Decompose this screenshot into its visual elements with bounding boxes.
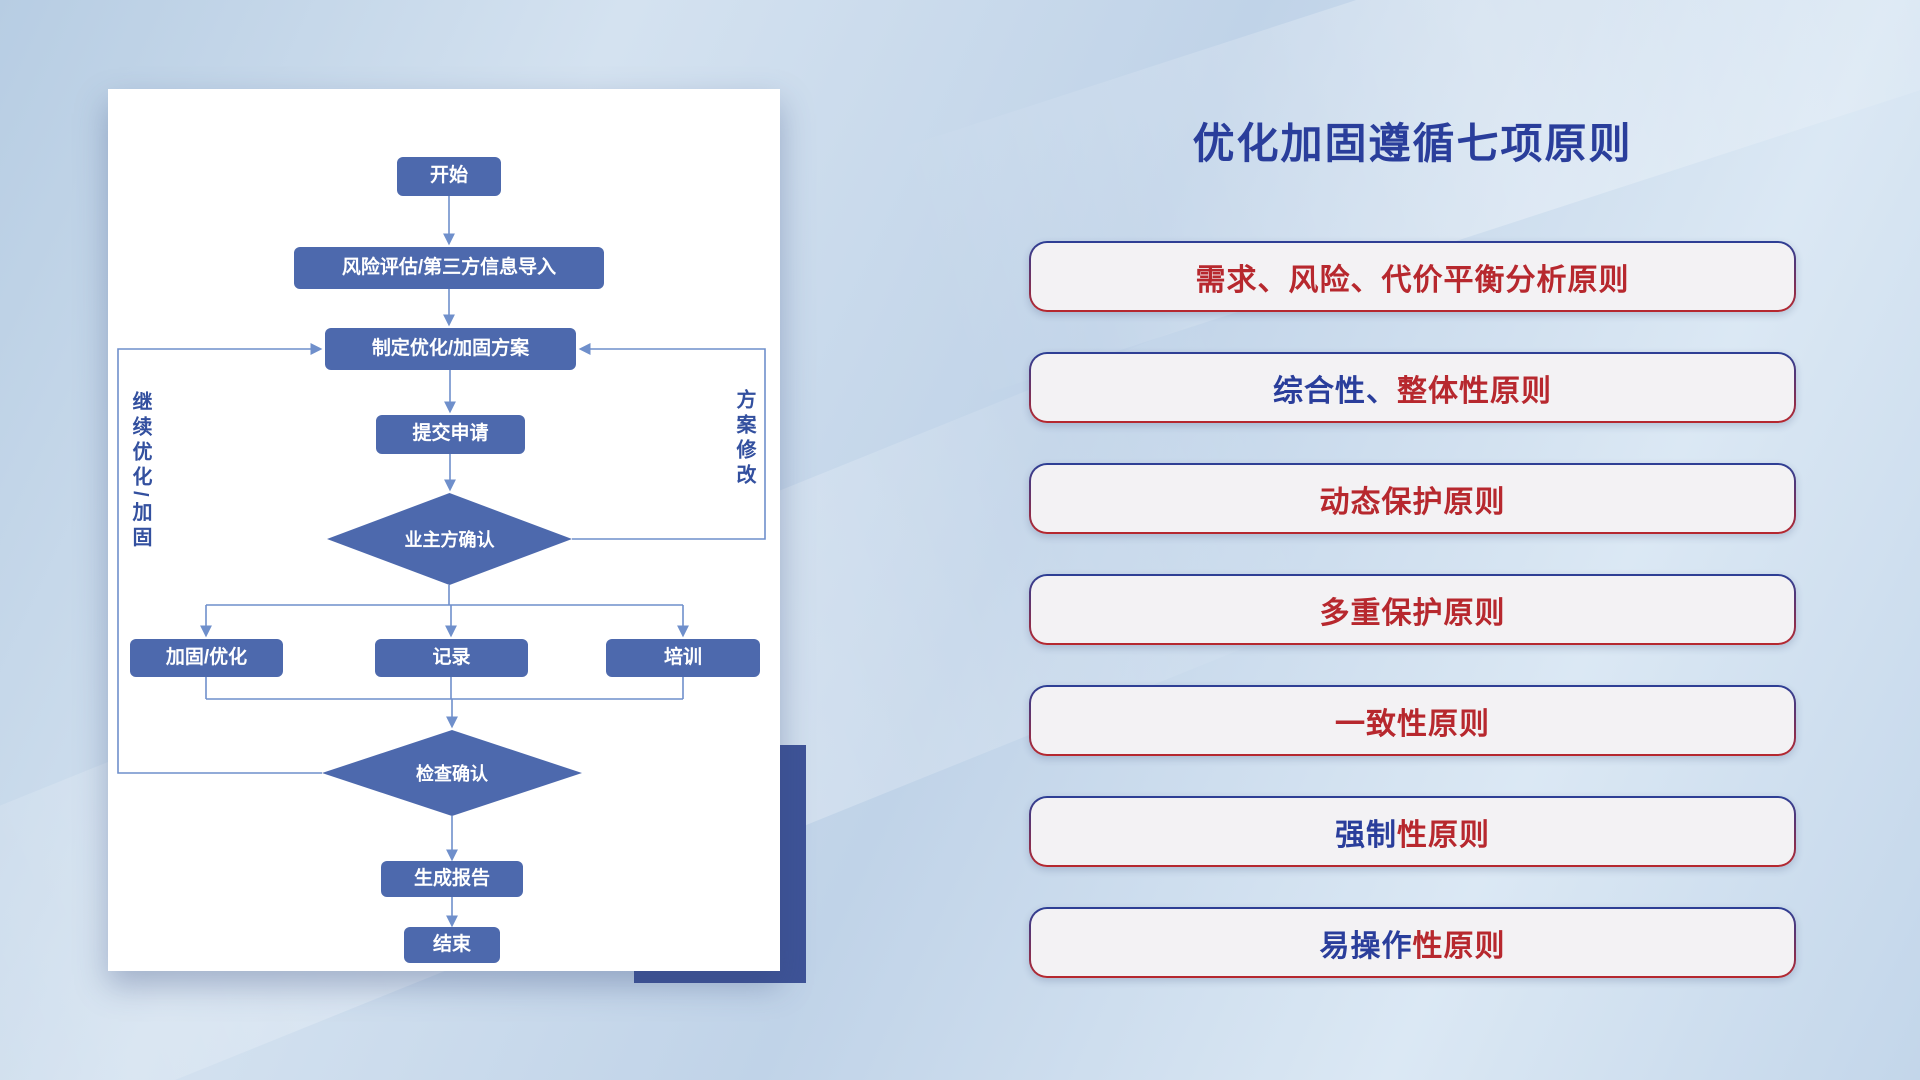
flow-node-record: 记录 (375, 639, 528, 677)
loop-label-plan-modify: 方案修改 (733, 389, 755, 489)
principle-label: 需求、风险、代价平衡分析原则 (1031, 243, 1794, 310)
slide-title: 优化加固遵循七项原则 (1192, 120, 1633, 167)
flow-node-risk-import: 风险评估/第三方信息导入 (294, 247, 604, 289)
principle-item: 一致性原则 (1029, 685, 1796, 756)
principle-item: 综合性、整体性原则 (1029, 352, 1796, 423)
flow-node-train: 培训 (606, 639, 760, 677)
principle-text-accent: 动态保护原则 (1319, 485, 1506, 519)
principle-text-accent: 性原则 (1412, 929, 1506, 963)
flowchart-card: 开始 风险评估/第三方信息导入 制定优化/加固方案 提交申请 业主方确认 加固/… (108, 89, 780, 971)
loop-label-continue-optimize: 继续优化/加固 (129, 391, 151, 552)
principle-label: 综合性、整体性原则 (1031, 354, 1794, 421)
flow-node-make-plan: 制定优化/加固方案 (325, 328, 576, 370)
principle-item: 需求、风险、代价平衡分析原则 (1029, 241, 1796, 312)
flowchart-connectors (117, 196, 766, 928)
principle-text-primary: 综合性、 (1273, 374, 1397, 408)
principle-text-primary: 强制 (1335, 818, 1397, 852)
principle-label: 动态保护原则 (1031, 465, 1794, 532)
principle-label: 强制性原则 (1031, 798, 1794, 865)
principle-item: 动态保护原则 (1029, 463, 1796, 534)
flow-node-harden: 加固/优化 (130, 639, 283, 677)
principle-text-accent: 需求、风险、代价平衡分析原则 (1195, 263, 1630, 297)
principle-item: 易操作性原则 (1029, 907, 1796, 978)
flow-node-end: 结束 (404, 927, 500, 963)
flow-node-start: 开始 (397, 157, 501, 196)
principle-text-accent: 性原则 (1397, 818, 1490, 852)
flow-node-report: 生成报告 (381, 861, 523, 897)
flow-node-submit: 提交申请 (376, 415, 525, 454)
principle-text-accent: 整体性原则 (1397, 374, 1552, 408)
principle-label: 易操作性原则 (1031, 909, 1794, 976)
principle-item: 强制性原则 (1029, 796, 1796, 867)
principle-label: 一致性原则 (1031, 687, 1794, 754)
principle-item: 多重保护原则 (1029, 574, 1796, 645)
principle-text-accent: 多重保护原则 (1319, 596, 1506, 630)
principle-label: 多重保护原则 (1031, 576, 1794, 643)
principle-text-accent: 一致性原则 (1335, 707, 1490, 741)
principle-text-primary: 易操作 (1319, 929, 1413, 963)
principles-list: 需求、风险、代价平衡分析原则 综合性、整体性原则 动态保护原则 多重保护原则 (1029, 241, 1796, 978)
